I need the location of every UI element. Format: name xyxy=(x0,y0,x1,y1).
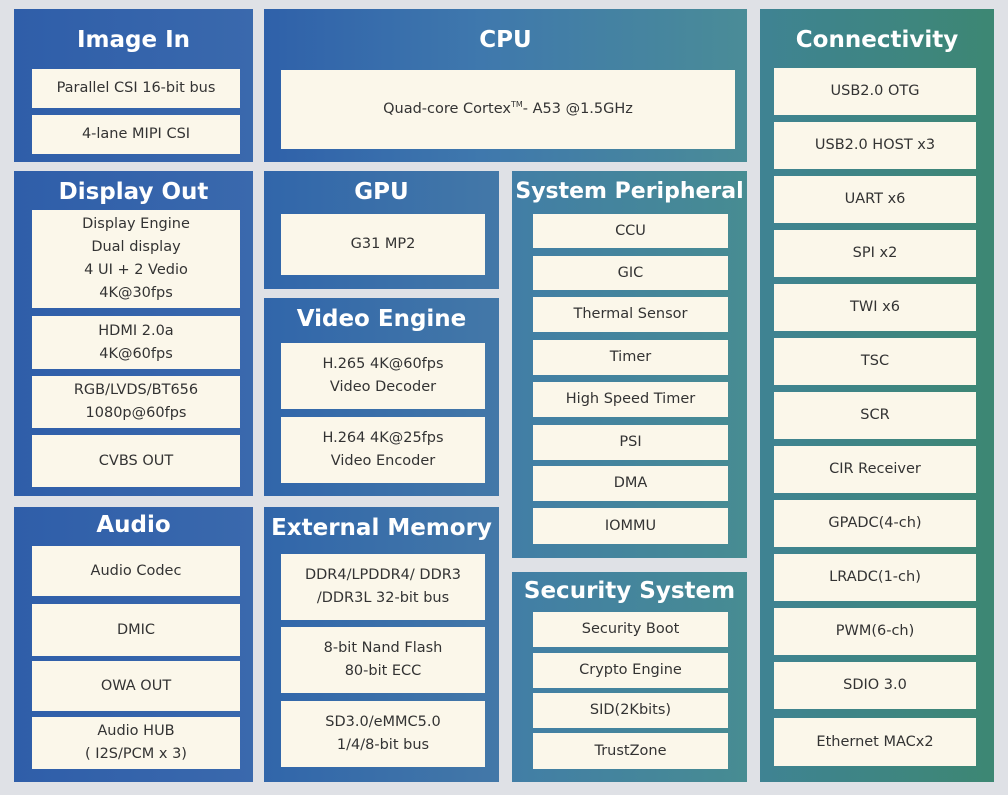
audio-item: Audio HUB( I2S/PCM x 3) xyxy=(32,717,240,769)
system-peripheral-item: Thermal Sensor xyxy=(533,297,728,332)
system-peripheral-item: DMA xyxy=(533,466,728,501)
security-system-item: Crypto Engine xyxy=(533,653,728,688)
system-peripheral-item: GIC xyxy=(533,256,728,290)
connectivity-panel: Connectivity USB2.0 OTG USB2.0 HOST x3 U… xyxy=(760,9,994,782)
connectivity-item: PWM(6-ch) xyxy=(774,608,976,655)
gpu-item: G31 MP2 xyxy=(281,214,485,275)
audio-item: OWA OUT xyxy=(32,661,240,711)
connectivity-item: CIR Receiver xyxy=(774,446,976,493)
external-memory-item: DDR4/LPDDR4/ DDR3/DDR3L 32-bit bus xyxy=(281,554,485,620)
security-system-panel: Security System Security Boot Crypto Eng… xyxy=(512,572,747,782)
connectivity-title: Connectivity xyxy=(795,27,959,53)
gpu-title: GPU xyxy=(354,179,409,205)
external-memory-title: External Memory xyxy=(271,515,492,541)
security-system-title: Security System xyxy=(523,578,736,604)
external-memory-panel: External Memory DDR4/LPDDR4/ DDR3/DDR3L … xyxy=(264,507,499,782)
audio-item: Audio Codec xyxy=(32,546,240,596)
audio-item: DMIC xyxy=(32,604,240,656)
image-in-item: 4-lane MIPI CSI xyxy=(32,115,240,154)
connectivity-item: GPADC(4-ch) xyxy=(774,500,976,547)
connectivity-item: USB2.0 HOST x3 xyxy=(774,122,976,169)
image-in-title: Image In xyxy=(76,27,191,53)
image-in-panel: Image In Parallel CSI 16-bit bus 4-lane … xyxy=(14,9,253,162)
system-peripheral-item: High Speed Timer xyxy=(533,382,728,417)
connectivity-item: LRADC(1-ch) xyxy=(774,554,976,601)
gpu-panel: GPU G31 MP2 xyxy=(264,171,499,289)
security-system-item: Security Boot xyxy=(533,612,728,647)
system-peripheral-item: CCU xyxy=(533,214,728,248)
image-in-item: Parallel CSI 16-bit bus xyxy=(32,69,240,108)
display-out-item: CVBS OUT xyxy=(32,435,240,487)
connectivity-item: USB2.0 OTG xyxy=(774,68,976,115)
connectivity-item: UART x6 xyxy=(774,176,976,223)
cpu-panel: CPU Quad-core CortexTM- A53 @1.5GHz xyxy=(264,9,747,162)
security-system-item: SID(2Kbits) xyxy=(533,693,728,728)
security-system-item: TrustZone xyxy=(533,733,728,769)
connectivity-item: SCR xyxy=(774,392,976,439)
audio-panel: Audio Audio Codec DMIC OWA OUT Audio HUB… xyxy=(14,507,253,782)
connectivity-item: TWI x6 xyxy=(774,284,976,331)
connectivity-item: TSC xyxy=(774,338,976,385)
cpu-title: CPU xyxy=(479,27,532,53)
audio-title: Audio xyxy=(96,512,171,538)
connectivity-item: SDIO 3.0 xyxy=(774,662,976,709)
system-peripheral-item: PSI xyxy=(533,425,728,460)
system-peripheral-panel: System Peripheral CCU GIC Thermal Sensor… xyxy=(512,171,747,558)
system-peripheral-item: IOMMU xyxy=(533,508,728,544)
display-out-title: Display Out xyxy=(58,179,209,205)
cpu-item: Quad-core CortexTM- A53 @1.5GHz xyxy=(281,70,735,149)
video-engine-title: Video Engine xyxy=(296,306,467,332)
connectivity-item: SPI x2 xyxy=(774,230,976,277)
system-peripheral-title: System Peripheral xyxy=(515,179,744,204)
connectivity-item: Ethernet MACx2 xyxy=(774,718,976,766)
system-peripheral-item: Timer xyxy=(533,340,728,375)
